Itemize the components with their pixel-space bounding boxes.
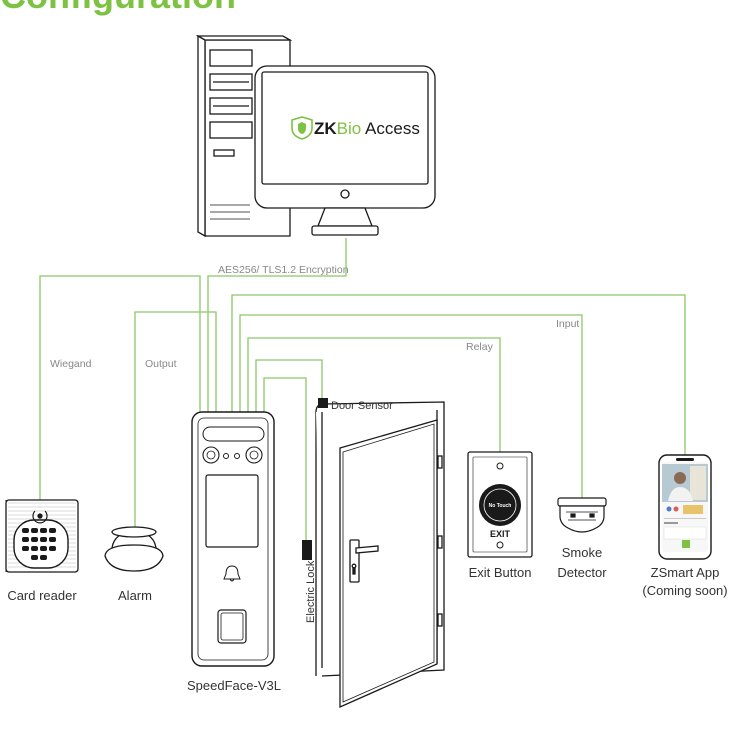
brand-access: Access (361, 119, 420, 138)
shield-icon (291, 116, 313, 140)
exit-text: EXIT (490, 529, 511, 539)
brand-zk: ZK (314, 119, 337, 138)
bell-icon (223, 565, 241, 582)
electric-lock-link (263, 377, 307, 540)
door (315, 401, 445, 708)
alarm-siren (104, 526, 164, 572)
svg-text:ZKBio Access: ZKBio Access (314, 119, 420, 138)
wiegand-label: Wiegand (50, 358, 92, 370)
fingerprint-sensor-icon (220, 612, 244, 641)
door-sensor-block (318, 398, 328, 408)
no-touch-label: No Touch (489, 503, 512, 509)
encryption-label: AES256/ TLS1.2 Encryption (218, 264, 349, 276)
door-sensor-link (255, 359, 323, 412)
app-icon (682, 540, 690, 548)
page-title: Configuration (0, 0, 236, 14)
card-reader-label: Card reader (7, 588, 77, 603)
zkbio-access-logo: ZKBio Access (291, 116, 420, 140)
exit-button-label: Exit Button (469, 565, 532, 580)
relay-link (247, 337, 501, 452)
electric-lock-block (302, 540, 312, 560)
output-label: Output (145, 358, 177, 370)
terminal-label: SpeedFace-V3L (187, 678, 281, 693)
user-avatar-icon (674, 472, 686, 484)
electric-lock-label: Electric Lock (305, 560, 317, 623)
card-reader (5, 499, 79, 573)
connection-lines (39, 238, 686, 540)
exit-button-device: No Touch EXIT (467, 451, 533, 558)
smoke-label-line2: Detector (557, 565, 607, 580)
contactless-icon (32, 510, 48, 524)
app-label-line1: ZSmart App (651, 565, 720, 580)
encryption-link (207, 238, 347, 412)
alarm-label: Alarm (118, 588, 152, 603)
zsmart-phone (658, 454, 712, 560)
door-sensor-label: Door Sensor (331, 400, 393, 412)
app-link (231, 294, 686, 455)
monitor (254, 65, 436, 236)
brand-bio: Bio (337, 119, 362, 138)
smoke-detector (557, 497, 607, 533)
output-link (134, 311, 217, 532)
wiegand-link (39, 275, 201, 500)
keypad-icon (22, 528, 56, 560)
input-link (239, 314, 583, 498)
smoke-label-line1: Smoke (562, 545, 602, 560)
input-label: Input (556, 318, 579, 330)
speedface-terminal (191, 411, 275, 667)
relay-label: Relay (466, 341, 494, 353)
app-label-line2: (Coming soon) (642, 583, 727, 598)
